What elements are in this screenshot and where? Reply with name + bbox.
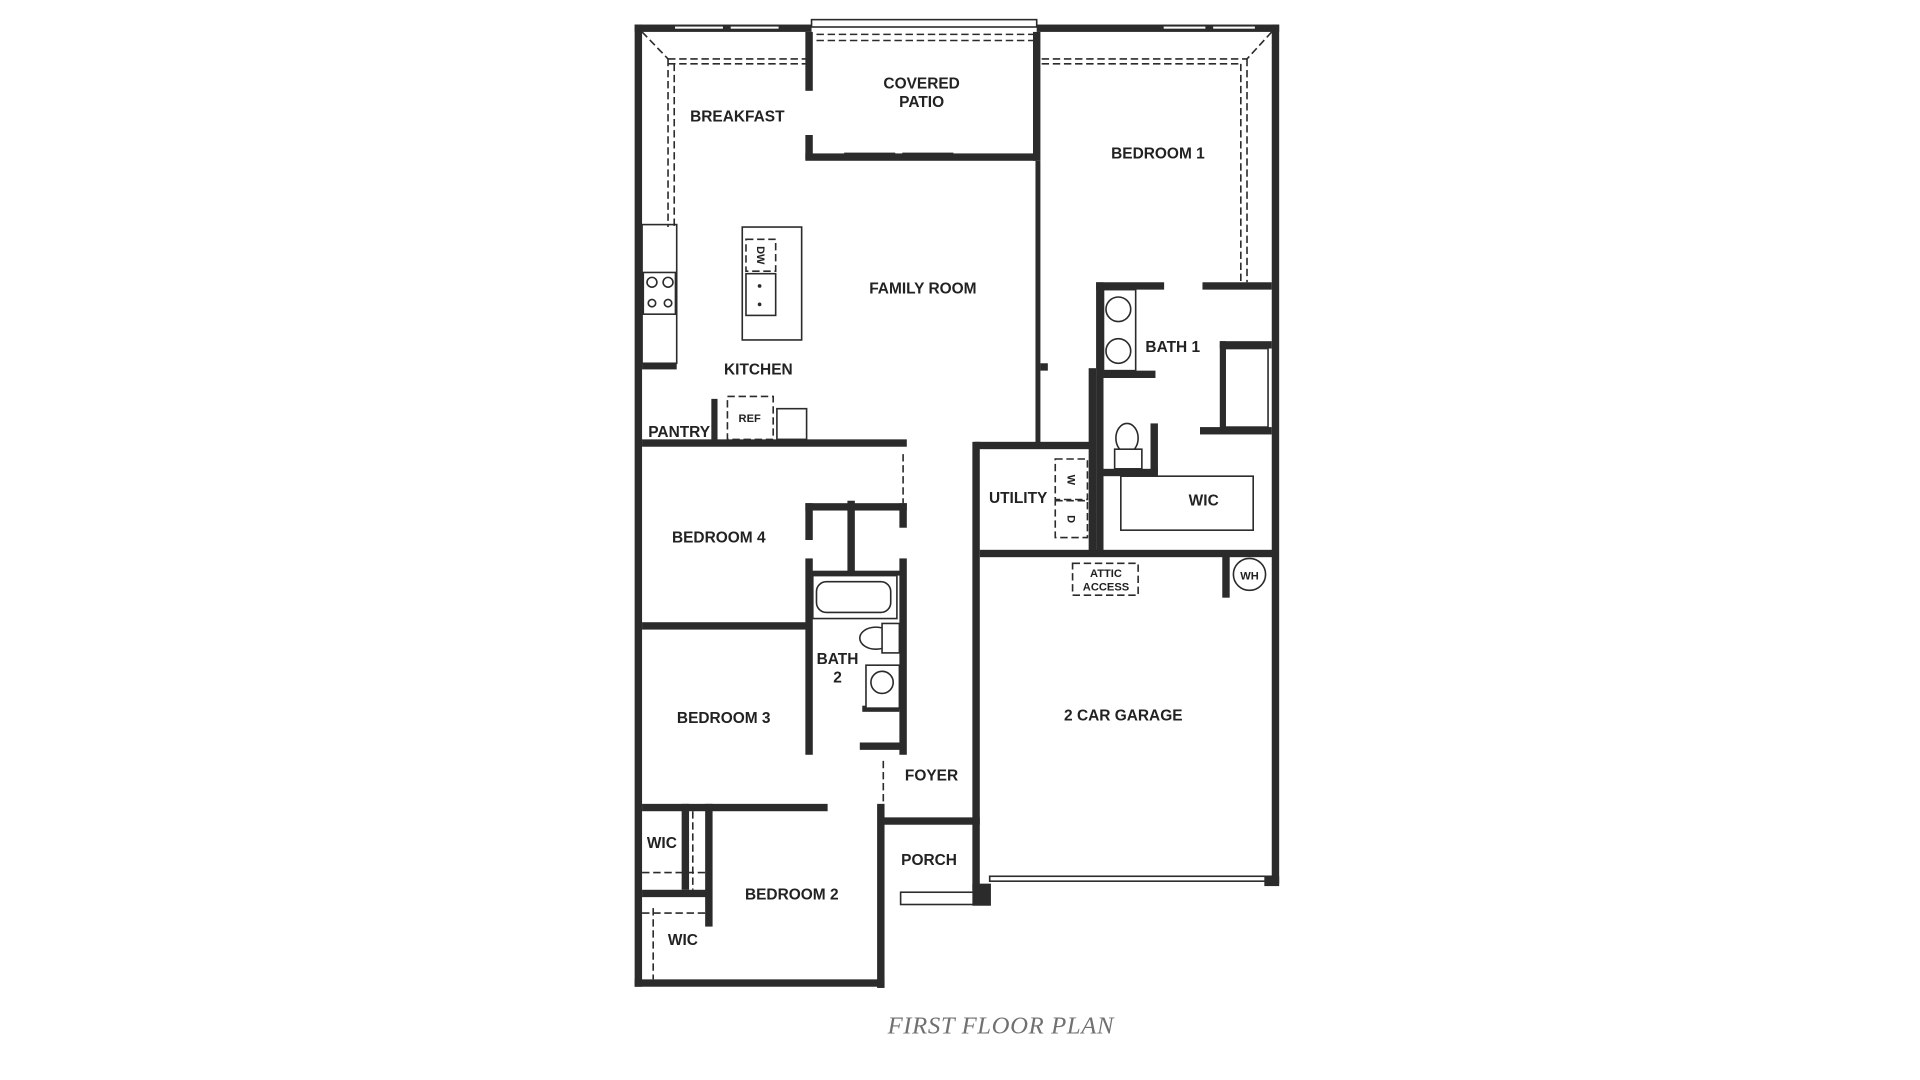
label-bedroom-4: BEDROOM 4	[672, 530, 766, 547]
label-wic-bedroom-2: WIC	[668, 932, 698, 949]
fixture-labels: REF DW W D WH ATTIC ACCESS	[739, 246, 1259, 593]
label-dw: DW	[754, 246, 766, 265]
refrigerator	[726, 395, 808, 441]
room-labels: BREAKFAST COVERED PATIO BEDROOM 1 FAMILY…	[647, 75, 1219, 949]
label-bath-2-line1: BATH	[817, 651, 859, 668]
label-attic-1: ATTIC	[1090, 568, 1122, 580]
label-bedroom-1: BEDROOM 1	[1111, 145, 1205, 162]
label-dryer: D	[1065, 515, 1077, 523]
plan-caption: FIRST FLOOR PLAN	[887, 1012, 1115, 1039]
bath-2-fixtures	[811, 574, 901, 709]
label-wic-master: WIC	[1189, 493, 1219, 510]
label-bedroom-2: BEDROOM 2	[745, 887, 839, 904]
label-garage: 2 CAR GARAGE	[1064, 707, 1182, 724]
kitchen-island	[741, 226, 803, 341]
label-wic-bedroom-3: WIC	[647, 835, 677, 852]
label-kitchen: KITCHEN	[724, 361, 793, 378]
label-washer: W	[1065, 475, 1077, 486]
label-covered-patio-2: PATIO	[899, 94, 944, 111]
label-bath-2-line2: 2	[833, 669, 842, 686]
label-attic-2: ACCESS	[1083, 581, 1129, 593]
label-family-room: FAMILY ROOM	[869, 280, 976, 297]
label-water-heater: WH	[1240, 570, 1259, 582]
exterior-walls	[634, 18, 1280, 987]
interior-walls	[642, 31, 1277, 988]
attic-access	[1071, 562, 1139, 597]
bath-1-fixtures	[1102, 288, 1269, 531]
label-covered-patio-1: COVERED	[883, 75, 959, 92]
label-utility: UTILITY	[989, 490, 1048, 507]
label-ref: REF	[739, 413, 761, 425]
label-pantry: PANTRY	[648, 424, 711, 441]
label-breakfast: BREAKFAST	[690, 109, 785, 126]
windows	[673, 24, 1257, 158]
water-heater	[1232, 557, 1267, 592]
label-porch: PORCH	[901, 852, 957, 869]
label-bath-1: BATH 1	[1145, 339, 1200, 356]
label-bedroom-3: BEDROOM 3	[677, 710, 771, 727]
washer-dryer	[1054, 458, 1089, 539]
ceiling-lines	[641, 31, 1273, 283]
label-foyer: FOYER	[905, 768, 958, 785]
closet-shelves	[642, 454, 904, 980]
cooktop	[641, 223, 678, 365]
